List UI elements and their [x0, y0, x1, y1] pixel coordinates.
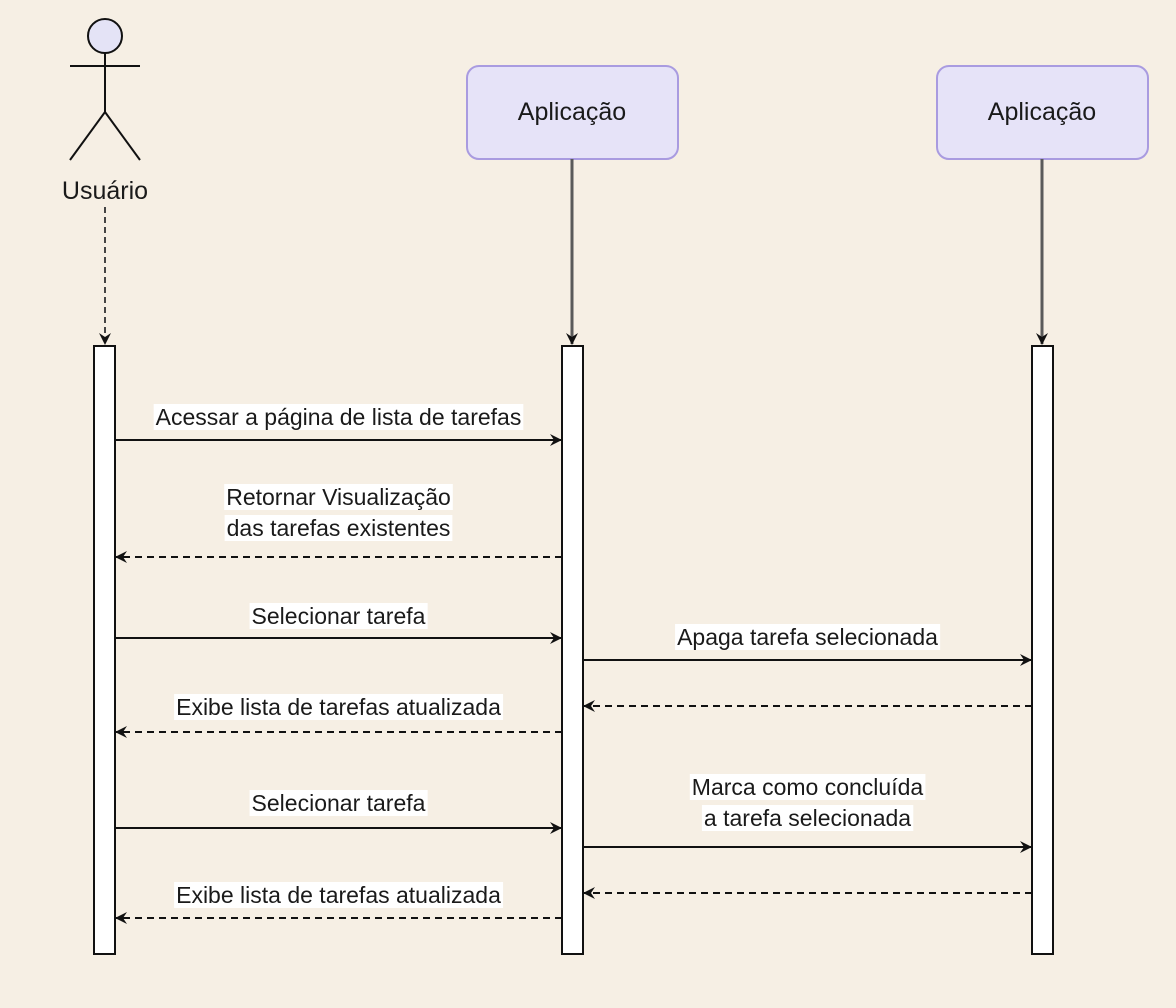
message-label-background — [689, 774, 926, 800]
message-label-background — [224, 484, 453, 510]
participant-aplicacao-2: Aplicação — [936, 65, 1149, 160]
stick-figure-icon — [69, 18, 141, 161]
message-label: Exibe lista de tarefas atualizada — [176, 694, 501, 720]
message-label: a tarefa selecionada — [704, 805, 911, 831]
message-label-background — [249, 790, 428, 816]
message-label-background — [675, 624, 941, 650]
participant-label: Aplicação — [988, 98, 1096, 126]
activation-bar-aplicacao-2 — [1031, 345, 1054, 955]
message-label: das tarefas existentes — [227, 515, 451, 541]
message-label: Apaga tarefa selecionada — [677, 624, 938, 650]
message-marca-concluida: Marca como concluída a tarefa selecionada — [583, 774, 1032, 853]
message-selecionar-tarefa: Selecionar tarefa — [115, 603, 562, 644]
message-label: Selecionar tarefa — [252, 603, 426, 629]
message-label-background — [174, 882, 504, 908]
message-label: Acessar a página de lista de tarefas — [156, 404, 522, 430]
message-label: Retornar Visualização — [226, 484, 451, 510]
message-label-background — [153, 404, 524, 430]
activation-bar-usuario — [93, 345, 116, 955]
message-exibe-lista: Exibe lista de tarefas atualizada — [115, 882, 562, 924]
message-apaga-tarefa: Apaga tarefa selecionada — [583, 624, 1032, 666]
message-label: Exibe lista de tarefas atualizada — [176, 882, 501, 908]
message-label: Marca como concluída — [692, 774, 924, 800]
participant-aplicacao-1: Aplicação — [466, 65, 679, 160]
message-label-background — [249, 603, 428, 629]
message-label-background — [701, 805, 914, 831]
actor-label: Usuário — [62, 177, 148, 205]
message-label-background — [174, 694, 504, 720]
activation-bar-aplicacao-1 — [561, 345, 584, 955]
message-retornar-visualizacao: Retornar Visualização das tarefas existen… — [115, 484, 562, 563]
message-exibe-lista: Exibe lista de tarefas atualizada — [115, 694, 562, 738]
message-label: Selecionar tarefa — [252, 790, 426, 816]
message-acessar-pagina: Acessar a página de lista de tarefas — [115, 404, 562, 446]
actor-usuario: Usuário — [62, 18, 148, 205]
message-label-background — [224, 515, 453, 541]
participant-label: Aplicação — [518, 98, 626, 126]
message-selecionar-tarefa: Selecionar tarefa — [115, 790, 562, 834]
